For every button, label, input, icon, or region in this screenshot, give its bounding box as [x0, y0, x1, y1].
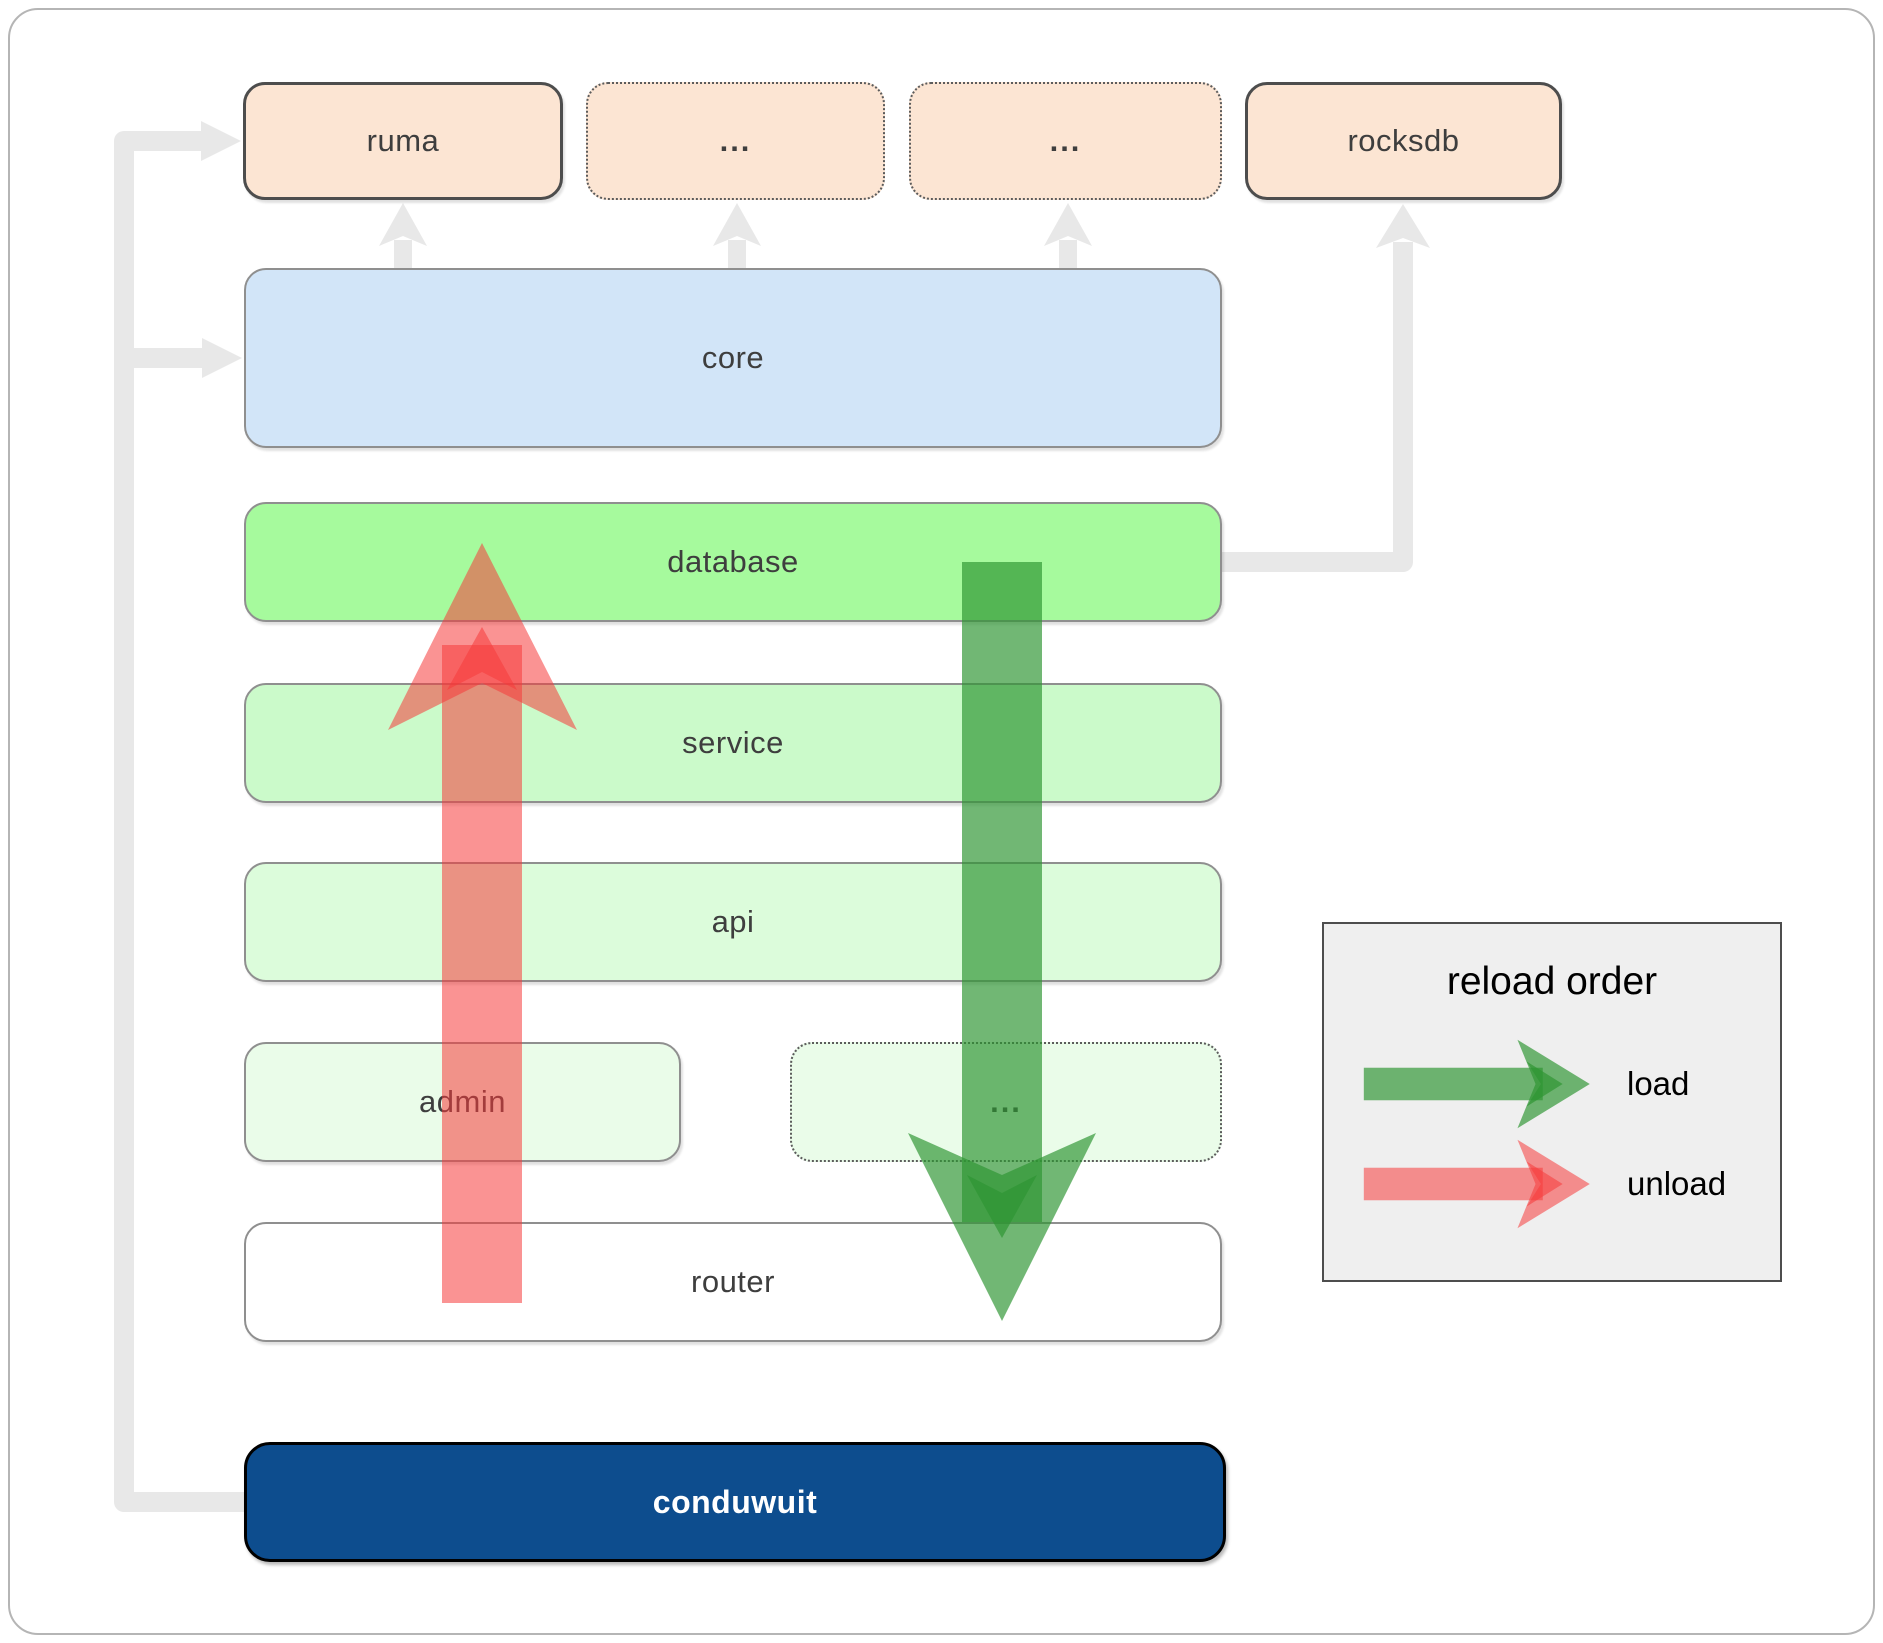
- box-ellipsis-3-label: ...: [990, 1084, 1022, 1119]
- box-router-label: router: [691, 1264, 775, 1299]
- box-admin: admin: [244, 1042, 681, 1162]
- box-admin-label: admin: [419, 1084, 506, 1119]
- legend-label-load: load: [1627, 1065, 1690, 1102]
- legend-title: reload order: [1446, 960, 1658, 1003]
- unload-arrow-icon: [1363, 1139, 1590, 1229]
- box-core-label: core: [701, 340, 765, 375]
- box-rocksdb-label: rocksdb: [1347, 123, 1460, 158]
- outer-frame: [8, 8, 1875, 1635]
- box-ellipsis-3: ...: [790, 1042, 1222, 1162]
- box-ruma-label: ruma: [366, 123, 440, 158]
- box-service: service: [244, 683, 1222, 803]
- box-database: database: [244, 502, 1222, 622]
- box-database-label: database: [667, 544, 799, 579]
- box-rocksdb: rocksdb: [1245, 82, 1562, 200]
- box-conduwuit: conduwuit: [244, 1442, 1226, 1562]
- box-ellipsis-1: ...: [586, 82, 885, 200]
- load-arrow-icon: [1363, 1039, 1590, 1129]
- box-router: router: [244, 1222, 1222, 1342]
- box-ellipsis-2: ...: [909, 82, 1222, 200]
- box-core: core: [244, 268, 1222, 448]
- box-ellipsis-2-label: ...: [1049, 123, 1082, 158]
- box-api: api: [244, 862, 1222, 982]
- box-api-label: api: [711, 904, 755, 939]
- box-service-label: service: [682, 725, 784, 760]
- box-ruma: ruma: [243, 82, 563, 200]
- legend-label-unload: unload: [1627, 1165, 1727, 1202]
- box-conduwuit-label: conduwuit: [652, 1483, 818, 1520]
- box-ellipsis-1-label: ...: [719, 123, 752, 158]
- legend: reload order load unload: [1322, 922, 1782, 1282]
